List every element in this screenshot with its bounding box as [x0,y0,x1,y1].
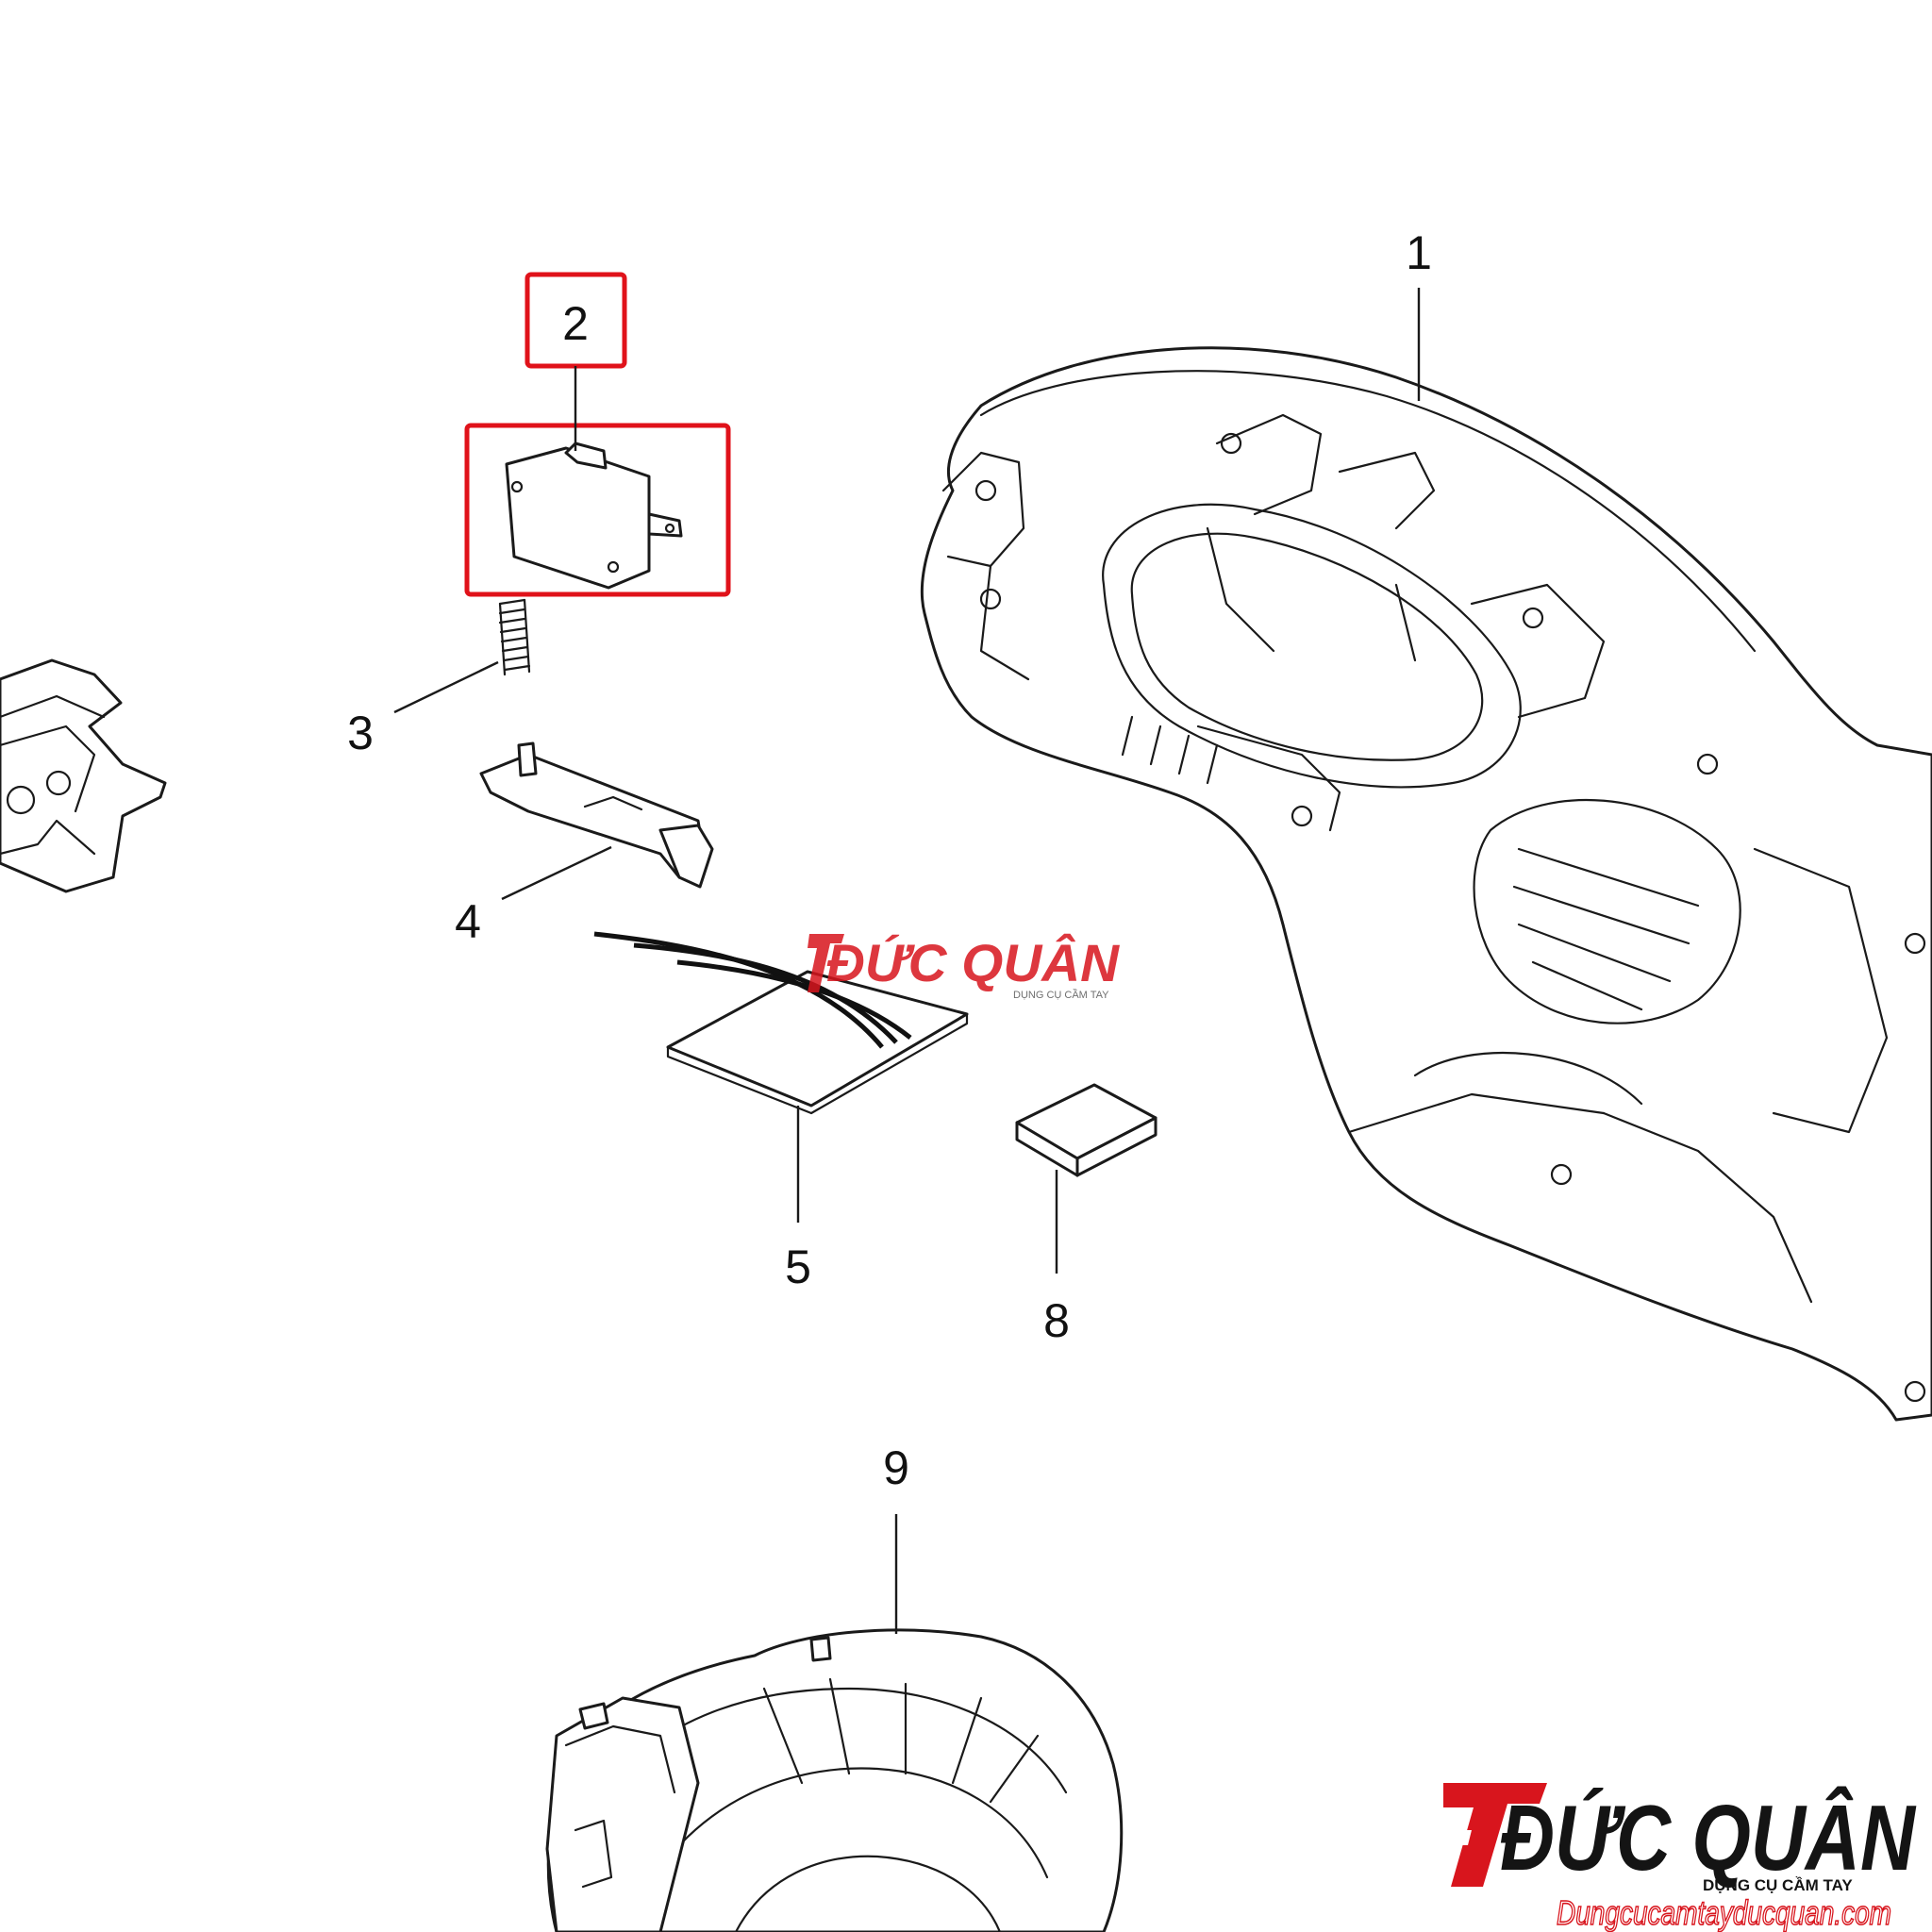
center-watermark-logo-icon [808,934,844,992]
brand-logo-website: Dungcucamtayducquan.com [1557,1893,1891,1932]
part-5-plate-with-wires [593,931,969,1115]
part-2-micro-switch [505,441,683,590]
part-3-spring [498,598,531,676]
brand-logo-tagline: DỤNG CỤ CẦM TAY [1703,1876,1853,1894]
part-9-motor-fan [545,1628,1124,1932]
callout-5: 5 [785,1241,811,1293]
callout-1: 1 [1406,226,1432,279]
brand-logo-drill-icon [1443,1783,1547,1887]
part-4-actuator-lever [479,741,714,889]
callout-2: 2 [562,297,589,350]
center-watermark-tagline: DỤNG CỤ CẦM TAY [1013,989,1109,1001]
part-1-housing [920,346,1932,1422]
callout-9: 9 [883,1441,909,1494]
part-8-pad [1015,1083,1158,1177]
brand-logo: ĐỨC QUÂN DỤNG CỤ CẦM TAY Dungcucamtayduc… [1443,1783,1917,1932]
highlight-box-part-2 [464,423,731,597]
center-watermark: ĐỨC QUÂN DỤNG CỤ CẦM TAY [808,933,1121,1001]
center-watermark-name: ĐỨC QUÂN [826,933,1121,992]
callout-4: 4 [455,895,481,948]
leader-3 [393,660,499,714]
callout-8: 8 [1043,1294,1070,1347]
brand-logo-name: ĐỨC QUÂN [1500,1786,1917,1890]
partial-part-left [0,658,167,893]
leader-4 [501,845,612,901]
callout-3: 3 [347,707,374,759]
